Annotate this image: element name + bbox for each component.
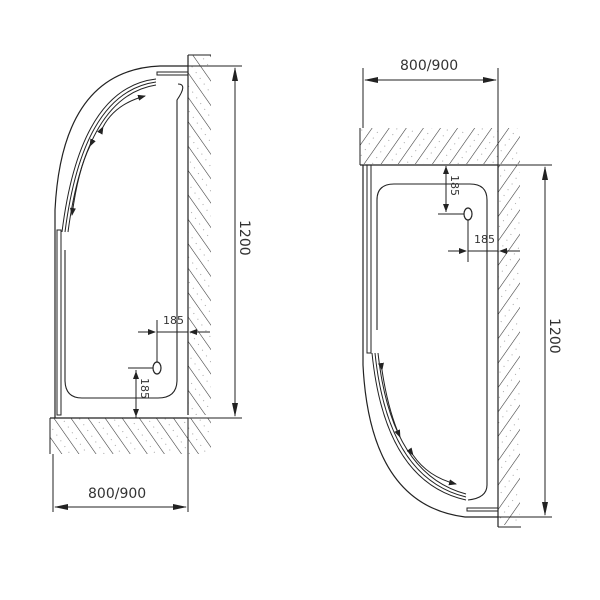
left-enclosure-outline xyxy=(54,65,188,418)
right-length-label: 1200 xyxy=(546,318,562,354)
left-drain-offset-y: 185 xyxy=(138,378,151,399)
right-width-dimension: 800/900 xyxy=(362,58,499,165)
right-door-arrow-lower xyxy=(406,447,457,486)
right-drain-offset-x: 185 xyxy=(474,233,495,246)
right-bottom-panel-stub xyxy=(466,507,499,512)
right-door-arrow-upper xyxy=(377,362,401,438)
right-sliding-door xyxy=(371,352,467,501)
left-door-arrow-lower xyxy=(69,138,96,216)
left-door-arrow-upper xyxy=(97,94,146,135)
left-plan: 185 185 1200 800/900 xyxy=(49,54,252,512)
right-enclosure-outline xyxy=(362,165,498,518)
right-plan-back-wall xyxy=(359,128,520,166)
left-top-panel-stub xyxy=(156,71,189,76)
right-drain xyxy=(463,207,473,221)
right-shower-tray xyxy=(376,183,488,501)
left-width-label: 800/900 xyxy=(88,486,146,502)
left-length-dimension: 1200 xyxy=(188,65,252,419)
left-width-dimension: 800/900 xyxy=(52,418,189,512)
right-drain-offset-y: 185 xyxy=(448,175,461,196)
left-fixed-panel xyxy=(56,229,62,416)
left-plan-back-wall xyxy=(49,417,211,454)
right-fixed-panel xyxy=(366,164,372,354)
left-plan-side-wall xyxy=(187,54,211,415)
right-plan: 185 185 800/900 1200 xyxy=(359,58,562,528)
left-sliding-door xyxy=(61,78,157,233)
right-length-dimension: 1200 xyxy=(498,164,562,518)
right-plan-side-wall xyxy=(497,165,521,528)
left-length-label: 1200 xyxy=(236,220,252,256)
right-width-label: 800/900 xyxy=(400,58,458,74)
left-drain-offset-x: 185 xyxy=(163,314,184,327)
left-drain xyxy=(152,361,162,375)
left-shower-tray xyxy=(64,83,184,399)
